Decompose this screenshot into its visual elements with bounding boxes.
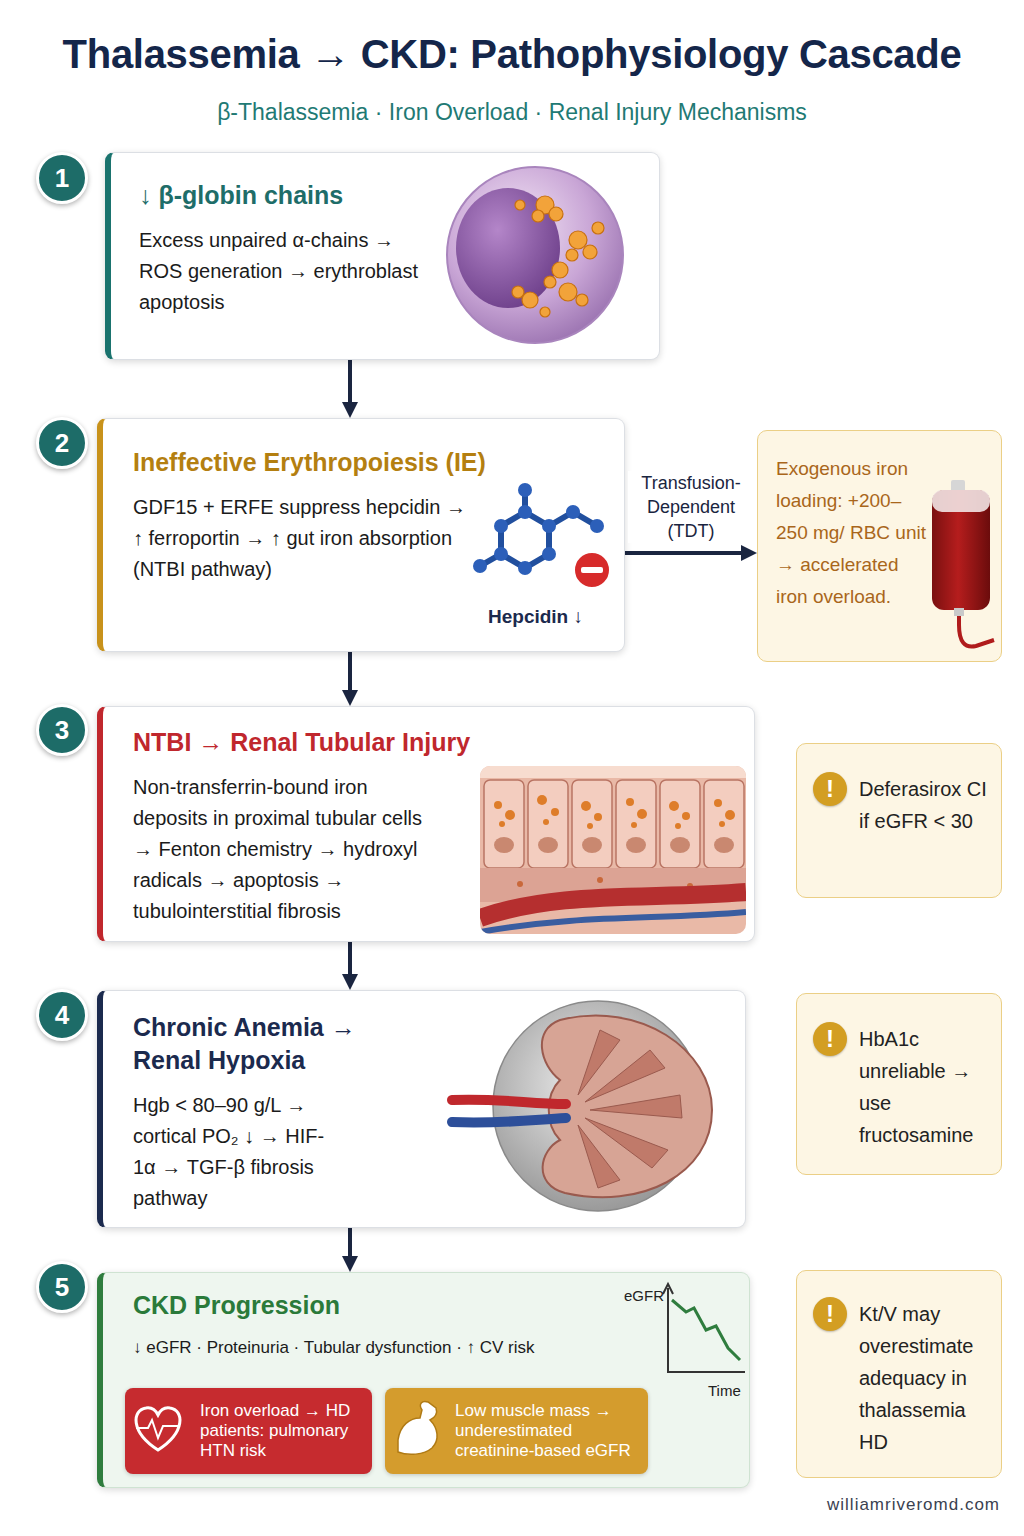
note-text: Deferasirox CI if eGFR < 30 <box>859 773 991 837</box>
axis-label: eGFR <box>624 1287 664 1305</box>
alert-icon: ! <box>813 1022 847 1056</box>
risk-sub-box: Low muscle mass → underestimated creatin… <box>385 1388 648 1474</box>
renal-tubule-illustration <box>480 766 746 934</box>
step-heading: NTBI → Renal Tubular Injury <box>133 726 513 759</box>
kidney-illustration <box>452 1001 712 1211</box>
flow-arrow <box>348 360 352 410</box>
warning-note-box: ! Deferasirox CI if eGFR < 30 <box>796 743 1002 898</box>
info-note-box: Exogenous iron loading: +200–250 mg/ RBC… <box>757 430 1002 662</box>
alert-icon: ! <box>813 1297 847 1331</box>
step-heading: ↓ β-globin chains <box>139 179 559 212</box>
step-body: ↓ eGFR · Proteinuria · Tubular dysfuncti… <box>133 1335 653 1361</box>
callout-number: 2 <box>36 417 88 469</box>
risk-sub-box: Iron overload → HD patients: pulmonary H… <box>125 1388 372 1474</box>
risk-text: Low muscle mass → underestimated creatin… <box>455 1401 642 1461</box>
flow-arrow <box>348 652 352 698</box>
axis-label: Time <box>708 1382 741 1400</box>
callout-number: 5 <box>36 1261 88 1313</box>
warning-note-box: ! HbA1c unreliable → use fructosamine <box>796 993 1002 1175</box>
callout-number: 3 <box>36 704 88 756</box>
step-body: Hgb < 80–90 g/L → cortical PO₂ ↓ → HIF-1… <box>133 1090 338 1214</box>
cascade-step-box: CKD Progression ↓ eGFR · Proteinuria · Tu… <box>97 1272 750 1488</box>
callout-number: 4 <box>36 989 88 1041</box>
hepcidin-molecule-icon <box>473 483 610 588</box>
subtitle: β-Thalassemia · Iron Overload · Renal In… <box>217 97 807 127</box>
step-heading: Chronic Anemia → Renal Hypoxia <box>133 1011 395 1077</box>
callout-number: 1 <box>36 152 88 204</box>
erythroblast-illustration <box>447 167 623 343</box>
diagram-title: Thalassemia → CKD: Pathophysiology Casca… <box>63 31 962 77</box>
step-heading: Ineffective Erythropoiesis (IE) <box>133 446 603 479</box>
note-text: Exogenous iron loading: +200–250 mg/ RBC… <box>776 453 928 613</box>
alert-icon: ! <box>813 772 847 806</box>
note-text: HbA1c unreliable → use fructosamine <box>859 1023 991 1151</box>
egfr-decline-chart <box>663 1284 745 1372</box>
edge-label: Transfusion- Dependent (TDT) <box>628 471 754 543</box>
note-text: Kt/V may overestimate adequacy in thalas… <box>859 1298 991 1458</box>
flow-arrow <box>625 551 749 555</box>
cascade-step-box: NTBI → Renal Tubular InjuryNon-transferr… <box>97 706 755 942</box>
flow-arrow <box>348 942 352 982</box>
cascade-step-box: Ineffective Erythropoiesis (IE) GDF15 + E… <box>97 418 625 652</box>
step-body: Non-transferrin-bound iron deposits in p… <box>133 772 443 927</box>
watermark: williamriveromd.com <box>827 1494 1000 1516</box>
cascade-step-box: Chronic Anemia → Renal HypoxiaHgb < 80–9… <box>97 990 746 1228</box>
flow-arrow <box>348 1228 352 1264</box>
blood-bag-icon <box>932 480 994 647</box>
risk-text: Iron overload → HD patients: pulmonary H… <box>200 1401 365 1461</box>
step-heading: CKD Progression <box>133 1289 533 1322</box>
cascade-step-box: ↓ β-globin chainsExcess unpaired α-chain… <box>105 152 660 360</box>
hepcidin-label: Hepcidin ↓ <box>488 604 583 630</box>
warning-note-box: ! Kt/V may overestimate adequacy in thala… <box>796 1270 1002 1478</box>
step-body: Excess unpaired α-chains → ROS generatio… <box>139 225 429 318</box>
step-body: GDF15 + ERFE suppress hepcidin → ↑ ferro… <box>133 492 478 585</box>
heart-icon <box>136 1408 180 1450</box>
muscle-icon <box>398 1401 437 1454</box>
